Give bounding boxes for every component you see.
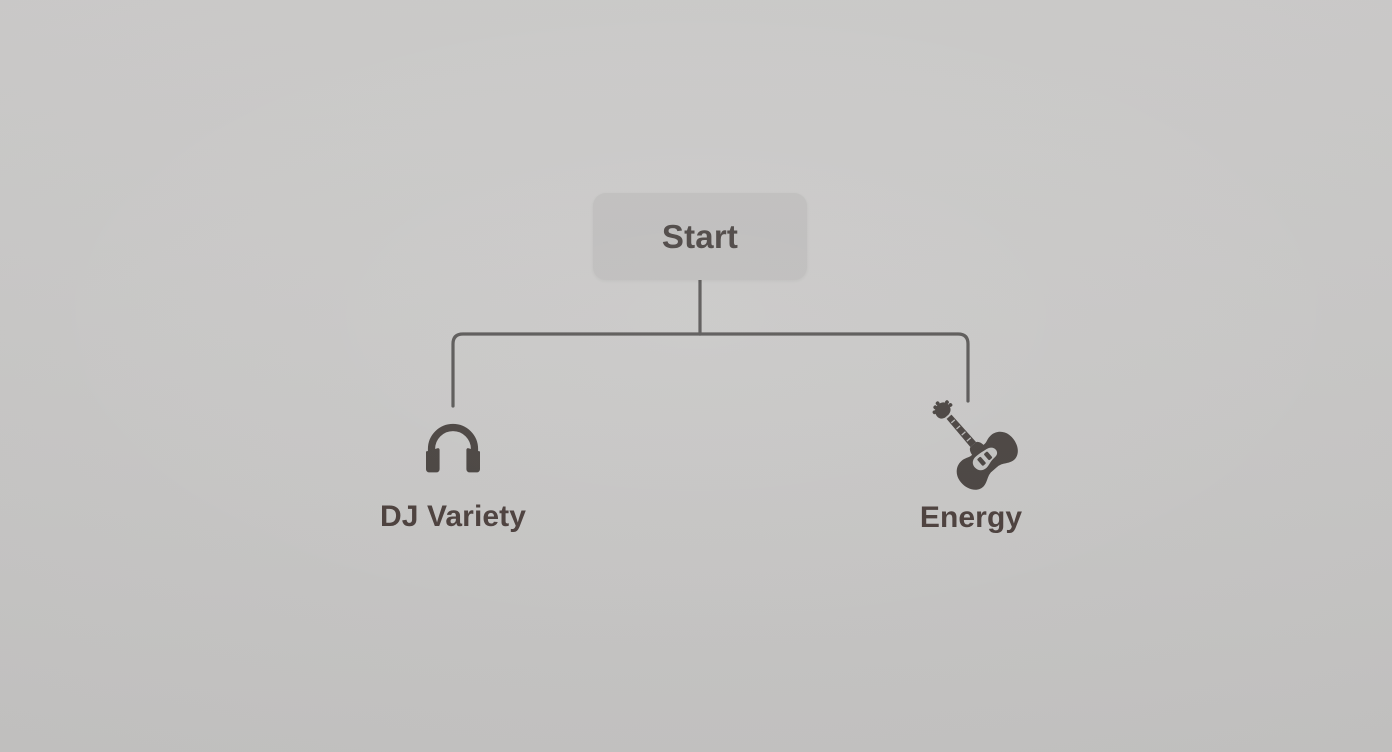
branch-label-energy: Energy — [919, 501, 1023, 534]
branch-node-energy[interactable]: Energy — [851, 390, 1091, 533]
branch-node-dj-variety[interactable]: DJ Variety — [333, 418, 573, 532]
root-node-label: Start — [661, 218, 739, 255]
connector-branch-right — [698, 332, 970, 403]
branch-label-dj-variety: DJ Variety — [379, 500, 527, 533]
connector-branch-left — [451, 332, 702, 408]
electric-guitar-icon — [912, 390, 1030, 495]
headphones-icon — [423, 418, 483, 480]
root-node-start[interactable]: Start — [593, 193, 807, 280]
